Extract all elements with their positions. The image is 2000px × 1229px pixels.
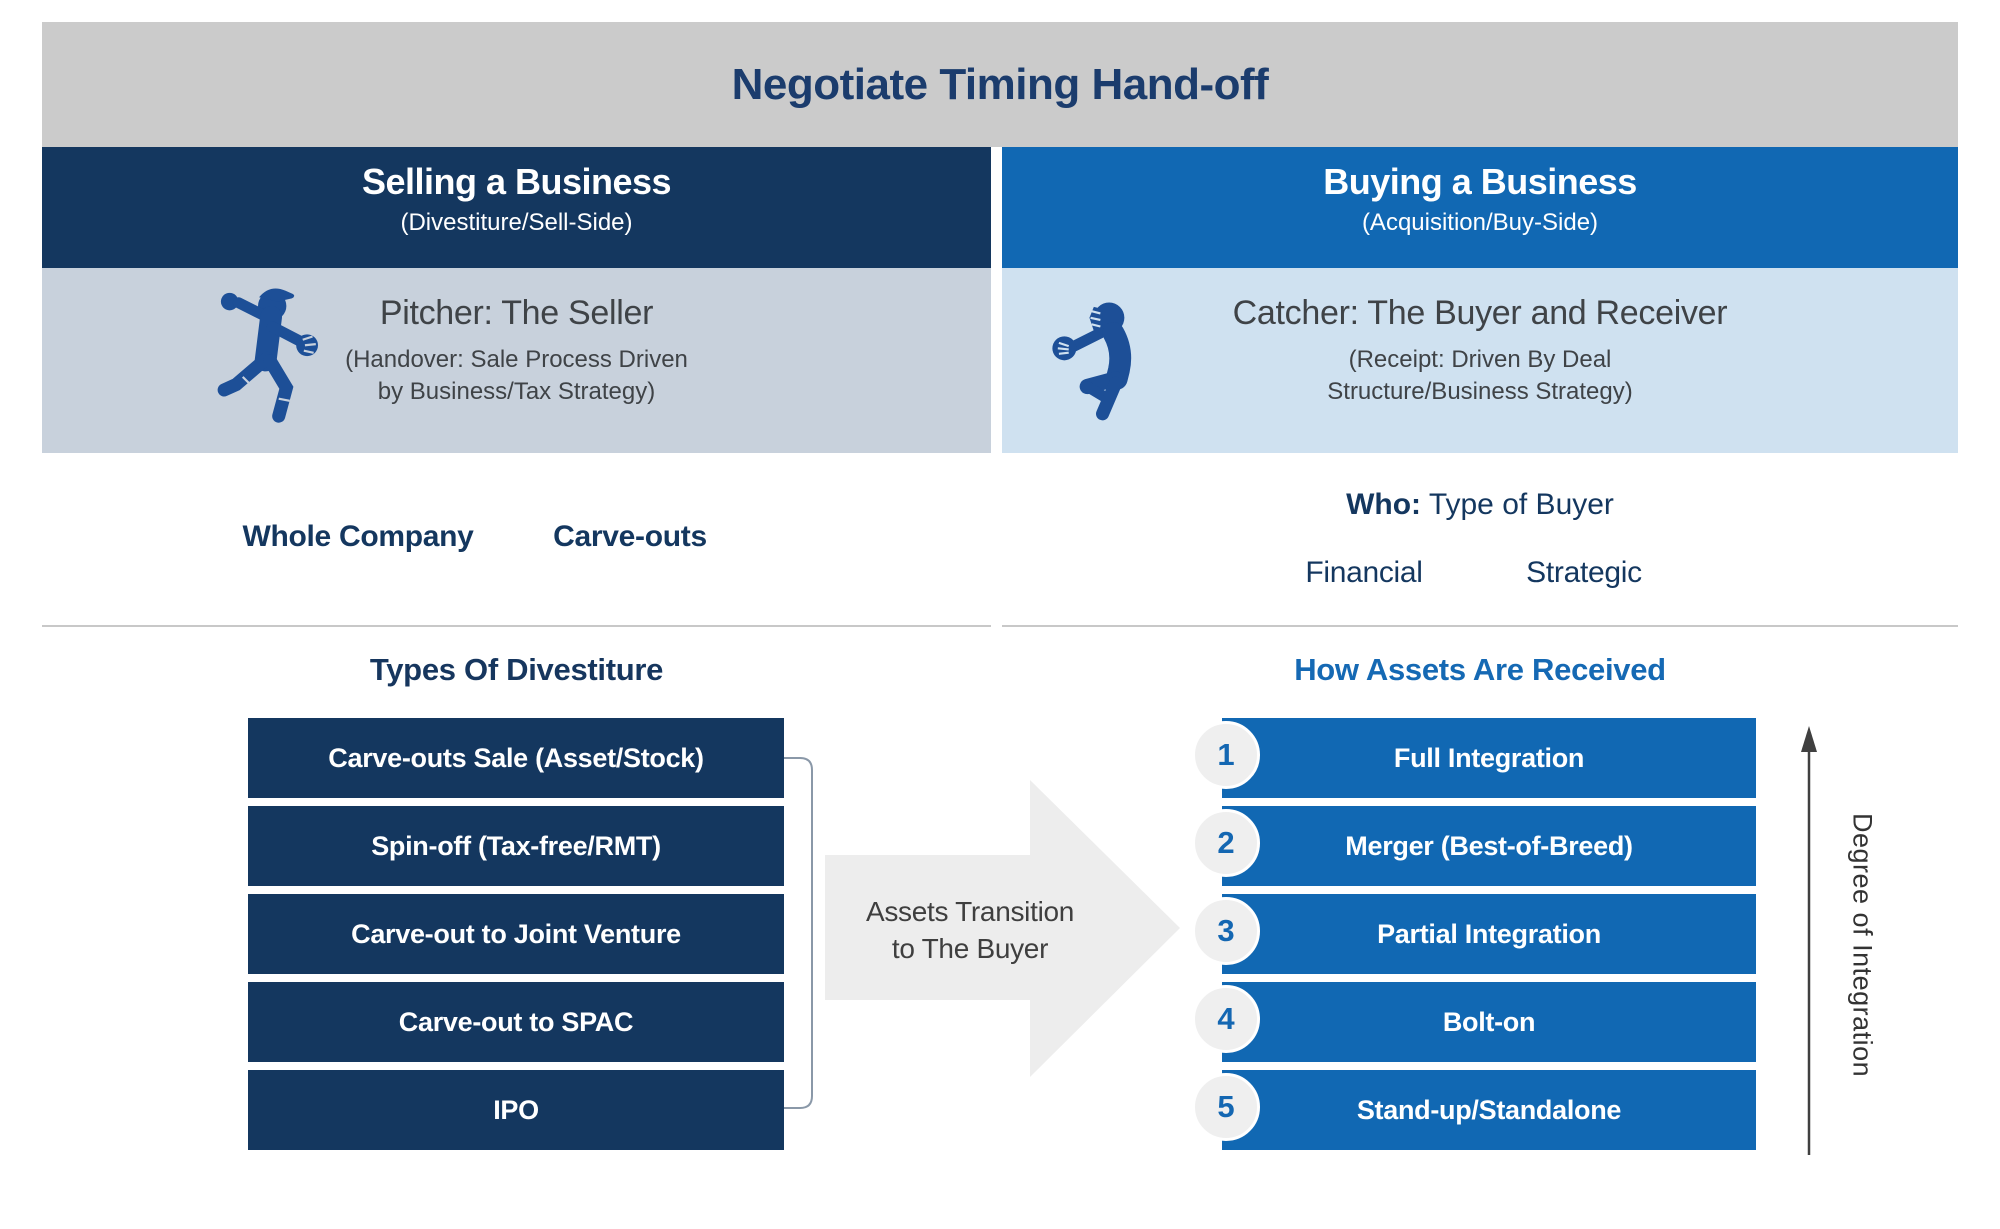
buyer-role-band: Catcher: The Buyer and Receiver (Receipt… <box>1002 268 1958 453</box>
divestiture-box-carve-outs-sale: Carve-outs Sale (Asset/Stock) <box>248 718 784 798</box>
baseball-catcher-icon <box>1052 302 1132 421</box>
integration-axis-arrow <box>1801 726 1817 1155</box>
integration-box-partial: Partial Integration <box>1222 894 1756 974</box>
scope-carve-outs: Carve-outs <box>553 520 707 553</box>
how-assets-received-heading: How Assets Are Received <box>1294 652 1666 687</box>
selling-header-subtitle: (Divestiture/Sell-Side) <box>400 209 633 236</box>
baseball-pitcher-icon <box>217 288 318 423</box>
step-circle-2: 2 <box>1192 809 1260 877</box>
integration-box-merger: Merger (Best-of-Breed) <box>1222 806 1756 886</box>
title-bar: Negotiate Timing Hand-off <box>42 22 1958 147</box>
step-circle-1: 1 <box>1192 721 1260 789</box>
types-of-divestiture-heading: Types Of Divestiture <box>369 652 664 687</box>
buyer-type-strategic: Strategic <box>1526 556 1642 589</box>
step-circle-4: 4 <box>1192 985 1260 1053</box>
seller-role-title: Pitcher: The Seller <box>379 294 654 332</box>
selling-header-title: Selling a Business <box>361 161 672 202</box>
buyer-role-subtitle: (Receipt: Driven By Deal Structure/Busin… <box>1327 346 1633 405</box>
divestiture-box-spac: Carve-out to SPAC <box>248 982 784 1062</box>
selling-header: Selling a Business (Divestiture/Sell-Sid… <box>42 147 991 268</box>
buyer-type-financial: Financial <box>1305 556 1423 589</box>
seller-role-band: Pitcher: The Seller (Handover: Sale Proc… <box>42 268 991 453</box>
divestiture-box-spin-off: Spin-off (Tax-free/RMT) <box>248 806 784 886</box>
who-type-of-buyer: Who: Type of Buyer <box>1002 488 1958 522</box>
divestiture-box-ipo: IPO <box>248 1070 784 1150</box>
divestiture-box-joint-venture: Carve-out to Joint Venture <box>248 894 784 974</box>
who-text: Type of Buyer <box>1421 488 1614 521</box>
who-label: Who: <box>1346 488 1422 521</box>
assets-transition-text: Assets Transition to The Buyer <box>865 896 1075 964</box>
buying-header-title: Buying a Business <box>1323 161 1637 202</box>
bracket <box>784 757 813 1109</box>
right-divider <box>1002 625 1958 627</box>
scope-whole-company: Whole Company <box>242 520 474 553</box>
buyer-role-title: Catcher: The Buyer and Receiver <box>1232 294 1728 332</box>
assets-transition-arrow <box>825 780 1180 1077</box>
page-title: Negotiate Timing Hand-off <box>731 60 1269 109</box>
step-circle-3: 3 <box>1192 897 1260 965</box>
buying-header: Buying a Business (Acquisition/Buy-Side) <box>1002 147 1958 268</box>
integration-box-standalone: Stand-up/Standalone <box>1222 1070 1756 1150</box>
integration-box-bolt-on: Bolt-on <box>1222 982 1756 1062</box>
integration-box-full: Full Integration <box>1222 718 1756 798</box>
seller-role-subtitle: (Handover: Sale Process Driven by Busine… <box>345 346 688 405</box>
step-circle-5: 5 <box>1192 1073 1260 1141</box>
integration-axis-label: Degree of Integration <box>1847 812 1878 1078</box>
left-divider <box>42 625 991 627</box>
buying-header-subtitle: (Acquisition/Buy-Side) <box>1361 209 1599 236</box>
